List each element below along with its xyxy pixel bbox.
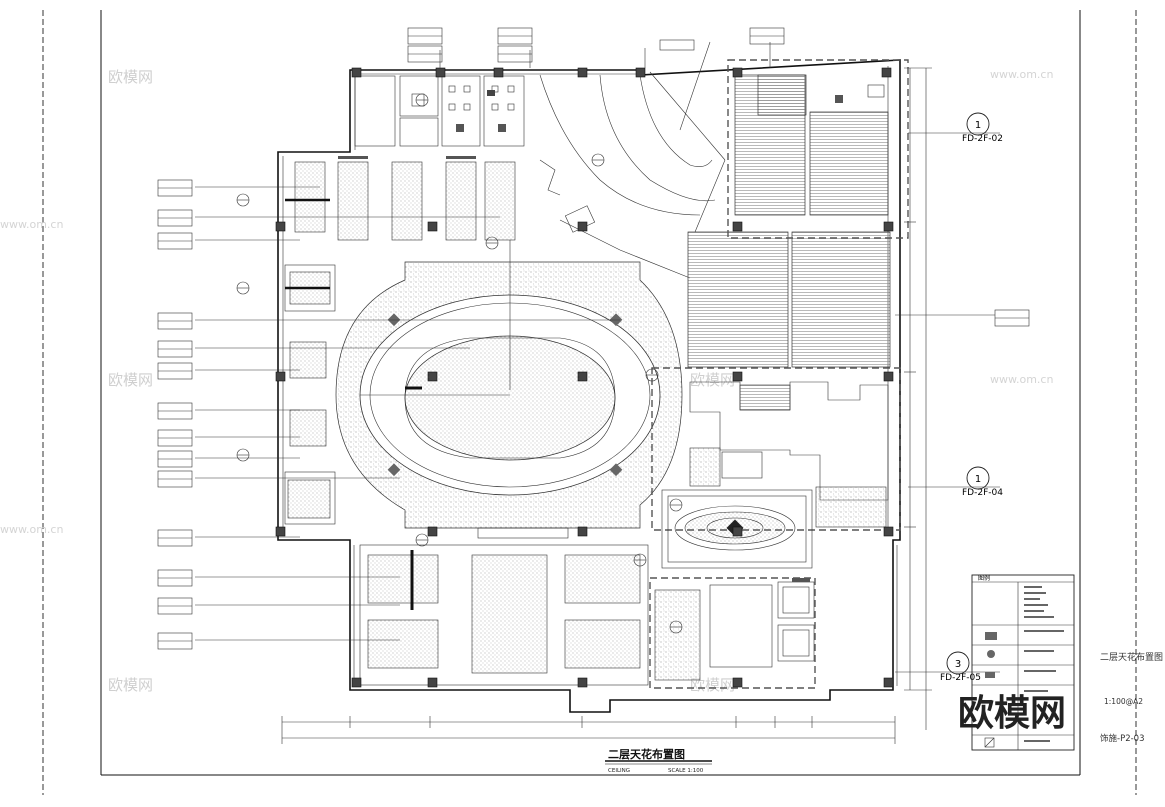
annotation-tags [157, 27, 1030, 650]
drawing-subtitle: CEILING [608, 768, 630, 774]
drawing-title: 二层天花布置图 [608, 747, 685, 761]
watermark-brand: 欧模网 [108, 676, 153, 694]
small-fixtures [411, 85, 515, 132]
dimension-lines [281, 67, 932, 744]
drawing-scale: SCALE 1:100 [668, 768, 704, 774]
section-mark-ref: FD-2F-05 [940, 673, 981, 683]
title-block: 二层天花布置图 1:100@A2 饰施-P2-03 [1100, 651, 1163, 744]
floor-plan [157, 27, 1030, 744]
sheet-scale: 1:100@A2 [1104, 697, 1143, 706]
section-mark-1: 1 FD-2F-02 [908, 112, 1003, 144]
section-mark-ref: FD-2F-02 [962, 134, 1003, 144]
watermark-url: www.om.cn [990, 373, 1053, 386]
section-mark-ref: FD-2F-04 [962, 488, 1003, 498]
sheet-number: 饰施-P2-03 [1100, 733, 1144, 744]
section-mark-3: 3 FD-2F-05 [895, 651, 1000, 683]
watermark-brand: 欧模网 [690, 371, 735, 389]
detail-bubbles [236, 93, 683, 634]
structural-columns [275, 67, 894, 688]
section-mark-2: 1 FD-2F-04 [908, 466, 1003, 498]
watermark-brand: 欧模网 [690, 676, 735, 694]
watermark-brand: 欧模网 [108, 371, 153, 389]
section-mark-number: 1 [975, 120, 981, 131]
sheet-border [42, 10, 1137, 795]
watermark-url: www.om.cn [0, 218, 63, 231]
section-mark-number: 3 [955, 659, 961, 670]
drawing-title-block: 二层天花布置图 CEILING SCALE 1:100 [605, 747, 712, 774]
sheet-name: 二层天花布置图 [1100, 651, 1163, 663]
watermark-brand: 欧模网 [108, 68, 153, 86]
watermark-url: www.om.cn [990, 68, 1053, 81]
legend-heading: 图例 [978, 574, 990, 582]
watermark-brand-large: 欧模网 [958, 693, 1066, 734]
section-mark-number: 1 [975, 474, 981, 485]
legend-table: 图例 [971, 574, 1075, 751]
annotation-leaders [195, 41, 771, 641]
watermark-layer: 欧模网 欧模网 欧模网 欧模网 欧模网 www.om.cn www.om.cn … [0, 68, 1053, 694]
watermark-url: www.om.cn [0, 523, 63, 536]
